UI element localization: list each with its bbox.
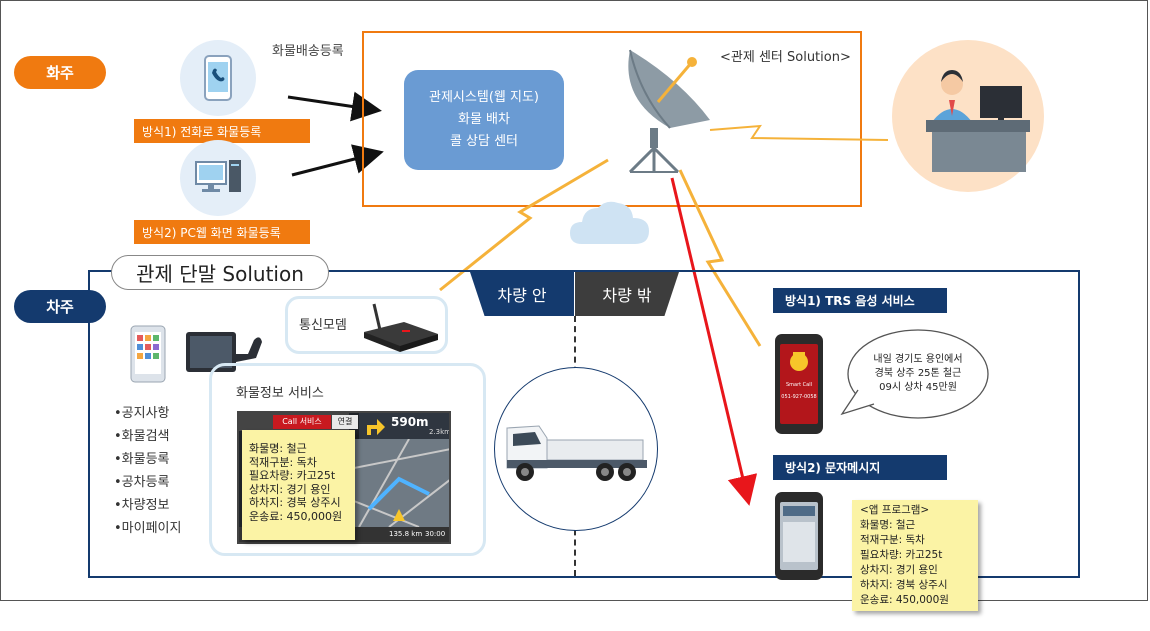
- sms-phone-screen: [780, 502, 818, 570]
- modem-bubble: [285, 296, 448, 354]
- cargo-card-line: 필요차량: 카고25t: [249, 469, 336, 482]
- nav-tab-connect: 연결: [332, 415, 358, 429]
- terminal-solution-box: [88, 270, 1080, 578]
- cargo-info-bubble: [209, 363, 486, 556]
- trs-bubble-line: 경북 상주 25톤 철근: [874, 368, 962, 379]
- sms-card-line: 적재구분: 독차: [860, 534, 925, 546]
- modem-label: 통신모뎀: [299, 318, 347, 333]
- trs-bubble-text: 내일 경기도 용인에서 경북 상주 25톤 철근 09시 상차 45만원: [854, 353, 982, 395]
- phone-number: 051-927-0058: [781, 394, 817, 400]
- cargo-info-service-label: 화물정보 서비스: [236, 386, 324, 401]
- terminal-menu-list: •공지사항 •화물검색 •화물등록 •공차등록 •차량정보 •마이페이지: [114, 402, 181, 540]
- owner-pill: 차주: [14, 290, 106, 323]
- menu-item-cargo-search: •화물검색: [114, 429, 170, 444]
- system-line-dispatch: 화물 배차: [458, 112, 510, 127]
- trs-bubble-line: 내일 경기도 용인에서: [873, 354, 963, 365]
- desktop-pc-icon: [195, 160, 241, 192]
- sms-card-line: 필요차량: 카고25t: [860, 549, 943, 561]
- sms-card-line: 하차지: 경북 상주시: [860, 579, 948, 591]
- cargo-card-line: 적재구분: 독차: [249, 455, 317, 469]
- truck-circle: [494, 367, 658, 531]
- arrow-phone-to-center: [287, 91, 382, 122]
- phone-icon-circle: [180, 40, 256, 116]
- satellite-dish-icon: [628, 49, 710, 174]
- system-line-map: 관제시스템(웹 지도): [429, 90, 539, 105]
- car-monitor-icon: [186, 332, 262, 372]
- smartphone-icon: [204, 55, 232, 101]
- method2-pc-label: 방식2) PC웹 화면 화물등록: [134, 220, 310, 244]
- nav-sub-distance: 2.3km: [429, 428, 451, 436]
- cargo-truck-icon: [506, 425, 647, 481]
- outside-vehicle-tab: 차량 밖: [575, 272, 679, 316]
- sms-screen-header: [783, 506, 815, 516]
- red-arrow-to-sms: [670, 177, 758, 506]
- pc-icon-circle: [180, 140, 256, 216]
- cargo-card-line: 운송료: 450,000원: [249, 509, 343, 523]
- menu-item-notice: •공지사항: [114, 406, 170, 421]
- method1-phone-label: 방식1) 전화로 화물등록: [134, 119, 310, 143]
- sms-service-label: 방식2) 문자메시지: [773, 455, 947, 480]
- nav-map-roads: [349, 439, 449, 527]
- control-center-title: <관제 센터 Solution>: [720, 50, 851, 65]
- phone-app-name: Smart Call: [785, 382, 813, 388]
- trs-speech-bubble: 내일 경기도 용인에서 경북 상주 25톤 철근 09시 상차 45만원: [840, 326, 990, 426]
- nav-distance: 590m: [391, 415, 429, 429]
- sms-card-line: 상차지: 경기 용인: [860, 564, 938, 576]
- speech-bubble-shape: [840, 329, 989, 419]
- control-system-box: 관제시스템(웹 지도) 화물 배차 콜 상담 센터: [404, 70, 564, 170]
- inside-vehicle-tab: 차량 안: [470, 272, 574, 316]
- trs-bubble-line: 09시 상차 45만원: [879, 382, 957, 393]
- sms-card-line: <앱 프로그램>: [860, 504, 930, 516]
- cargo-card-line: 상차지: 경기 용인: [249, 482, 331, 496]
- sms-card-line: 운송료: 450,000원: [860, 594, 949, 606]
- diagram-frame: [0, 0, 1148, 601]
- signal-to-operator: [709, 124, 889, 141]
- system-line-callcenter: 콜 상담 센터: [449, 134, 519, 149]
- menu-item-vehicle-info: •차량정보: [114, 498, 170, 513]
- signal-to-modem: [439, 158, 609, 292]
- tablet-apps-icon: [130, 325, 166, 383]
- cargo-info-card: 화물명: 철근 적재구분: 독차 필요차량: 카고25t 상차지: 경기 용인 …: [242, 430, 355, 540]
- cargo-card-line: 하차지: 경북 상주시: [249, 496, 341, 509]
- sms-screen-body: [783, 522, 815, 562]
- menu-item-cargo-register: •화물등록: [114, 452, 170, 467]
- sms-phone: [775, 492, 823, 580]
- menu-item-empty-vehicle: •공차등록: [114, 475, 170, 490]
- cargo-card-line: 화물명: 철근: [249, 442, 307, 455]
- taxi-mascot-icon: [790, 352, 808, 371]
- menu-item-my-page: •마이페이지: [114, 521, 182, 536]
- sms-app-card: <앱 프로그램> 화물명: 철근 적재구분: 독차 필요차량: 카고25t 상차…: [852, 500, 978, 611]
- operator-circle: [892, 40, 1044, 192]
- trs-voice-service-label: 방식1) TRS 음성 서비스: [773, 288, 947, 313]
- terminal-solution-title: 관제 단말 Solution: [111, 255, 329, 290]
- nav-bottom-left: 135.8 km: [389, 530, 423, 538]
- trs-phone-screen: Smart Call 051-927-0058: [780, 344, 818, 424]
- shipper-pill: 화주: [14, 56, 106, 89]
- cargo-register-label: 화물배송등록: [272, 44, 344, 59]
- cloud-icon: [570, 201, 649, 244]
- turn-arrow-icon: [367, 419, 385, 435]
- sms-card-line: 화물명: 철근: [860, 519, 916, 531]
- nav-bottom-right: 30:00: [425, 530, 446, 538]
- nav-tab-call: Call 서비스: [273, 415, 331, 429]
- modem-device-icon: [364, 303, 438, 352]
- operator-at-desk-icon: [926, 70, 1030, 172]
- signal-to-phone: [678, 169, 762, 347]
- trs-phone: Smart Call 051-927-0058: [775, 334, 823, 434]
